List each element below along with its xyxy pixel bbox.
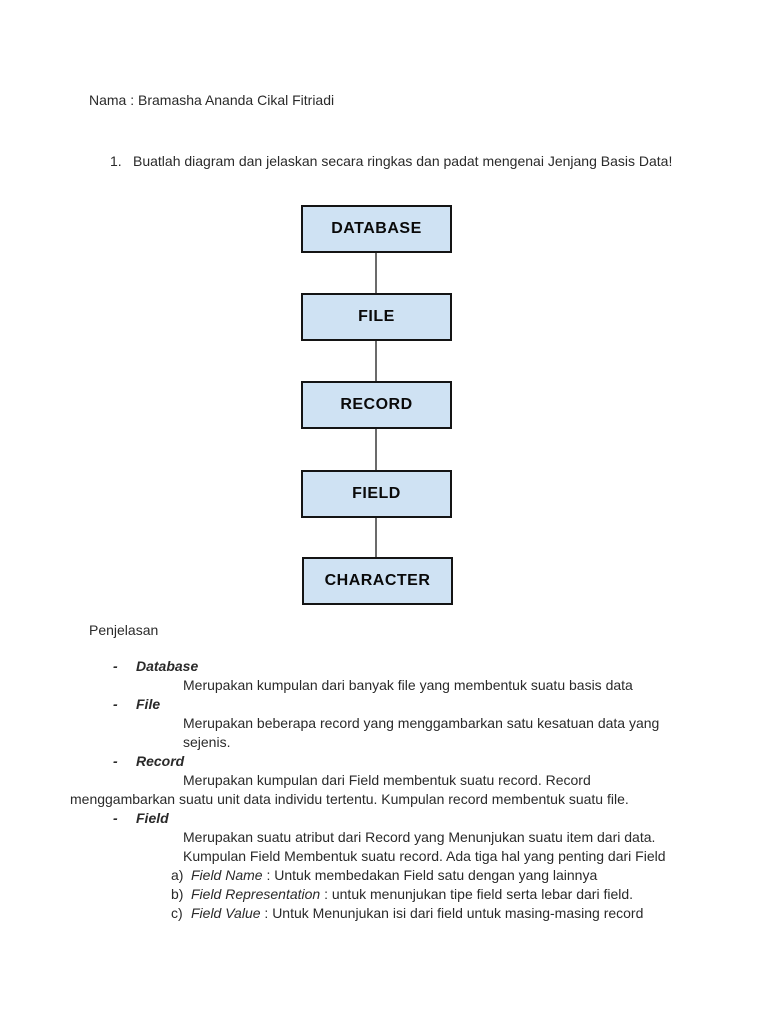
definition-line: Merupakan kumpulan dari Field membentuk … bbox=[183, 772, 591, 788]
term-file: File bbox=[136, 696, 161, 712]
diagram-box-record: RECORD bbox=[301, 381, 452, 429]
diagram-connector bbox=[375, 518, 377, 559]
question-text: Buatlah diagram dan jelaskan secara ring… bbox=[133, 153, 673, 169]
field-property-a: a) Field Name : Untuk membedakan Field sa… bbox=[171, 866, 597, 885]
term-database: Database bbox=[136, 658, 199, 674]
bullet-dash: - bbox=[113, 696, 118, 712]
question-number: 1. bbox=[110, 153, 122, 169]
definition-line: sejenis. bbox=[183, 734, 231, 750]
term-record: Record bbox=[136, 753, 185, 769]
subitem-label: b) bbox=[171, 886, 184, 902]
definition-line: Merupakan kumpulan dari banyak file yang… bbox=[183, 677, 633, 693]
bullet-dash: - bbox=[113, 810, 118, 826]
definition-line: menggambarkan suatu unit data individu t… bbox=[70, 791, 629, 807]
subitem-text: : Untuk Menunjukan isi dari field untuk … bbox=[260, 905, 644, 921]
diagram-box-character: CHARACTER bbox=[302, 557, 453, 605]
diagram-box-database: DATABASE bbox=[301, 205, 452, 253]
subitem-text: : Untuk membedakan Field satu dengan yan… bbox=[262, 867, 598, 883]
definition-line: Merupakan suatu atribut dari Record yang… bbox=[183, 829, 656, 845]
student-name-line: Nama : Bramasha Ananda Cikal Fitriadi bbox=[89, 92, 335, 108]
subitem-label: c) bbox=[171, 905, 183, 921]
bullet-dash: - bbox=[113, 658, 118, 674]
diagram-connector bbox=[375, 253, 377, 295]
diagram-box-field: FIELD bbox=[301, 470, 452, 518]
field-property-c: c) Field Value : Untuk Menunjukan isi dar… bbox=[171, 904, 643, 923]
subitem-label: a) bbox=[171, 867, 184, 883]
explanation-title: Penjelasan bbox=[89, 622, 159, 638]
subitem-term: Field Value bbox=[191, 905, 261, 921]
subitem-term: Field Representation bbox=[191, 886, 321, 902]
definition-line: Merupakan beberapa record yang menggamba… bbox=[183, 715, 660, 731]
subitem-text: : untuk menunjukan tipe field serta leba… bbox=[320, 886, 634, 902]
diagram-box-file: FILE bbox=[301, 293, 452, 341]
bullet-dash: - bbox=[113, 753, 118, 769]
term-field: Field bbox=[136, 810, 169, 826]
subitem-term: Field Name bbox=[191, 867, 263, 883]
field-property-b: b) Field Representation : untuk menunjuka… bbox=[171, 885, 633, 904]
diagram-connector bbox=[375, 341, 377, 383]
definition-line: Kumpulan Field Membentuk suatu record. A… bbox=[183, 848, 666, 864]
diagram-connector bbox=[375, 429, 377, 472]
